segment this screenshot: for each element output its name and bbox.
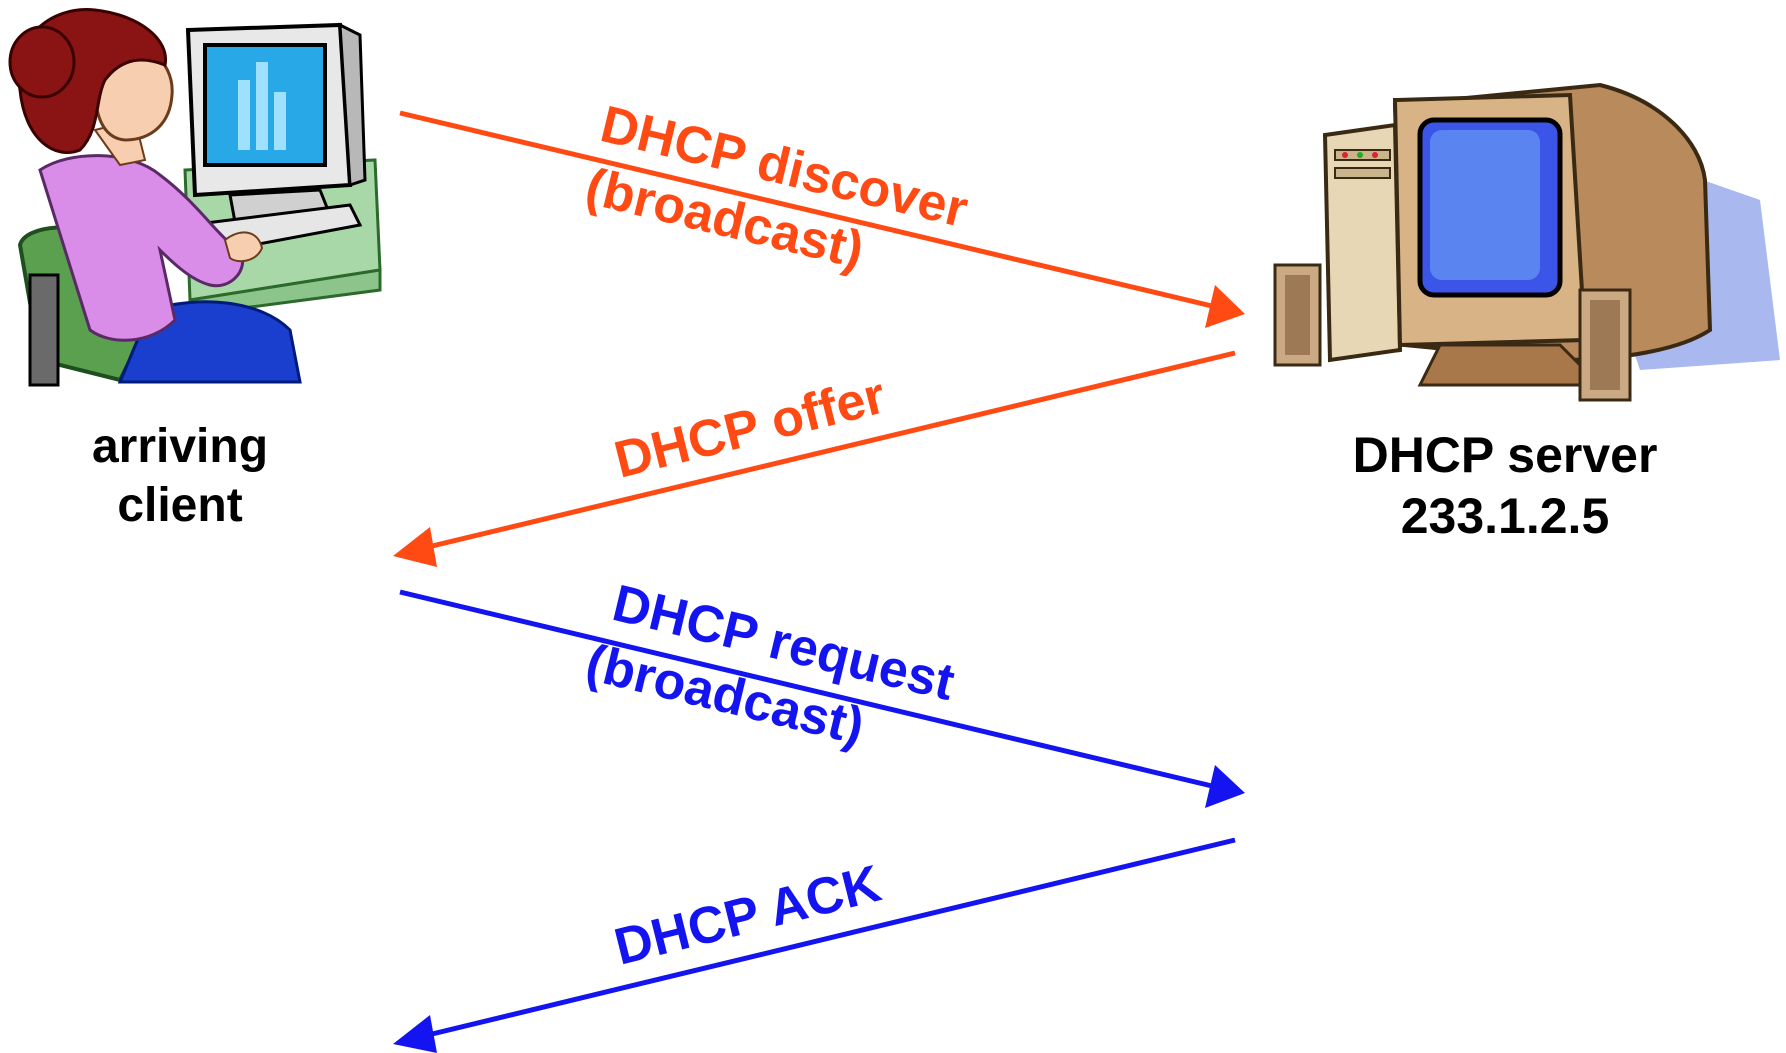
client-label-line1: arriving	[91, 420, 269, 473]
arrow-head-icon	[1205, 765, 1245, 808]
desktop-computer-icon	[1273, 82, 1780, 402]
arrow-line	[427, 837, 1236, 1038]
arrow-line	[399, 110, 1213, 309]
message-dhcp-discover: DHCP discover (broadcast)	[399, 95, 1245, 328]
server-label: DHCP server 233.1.2.5	[1310, 425, 1700, 547]
arrow-head-icon	[393, 527, 437, 567]
message-label: DHCP discover (broadcast)	[580, 95, 987, 304]
server-ip-address: 233.1.2.5	[1400, 488, 1610, 544]
server-label-line1: DHCP server	[1352, 427, 1658, 483]
arrow-head-icon	[393, 1015, 437, 1053]
message-dhcp-offer: DHCP offer	[393, 350, 1236, 567]
message-label: DHCP request (broadcast)	[581, 571, 974, 777]
message-dhcp-request: DHCP request (broadcast)	[399, 571, 1245, 808]
arrow-line	[399, 589, 1213, 789]
client-label: arriving client	[60, 418, 300, 535]
arrow-line	[427, 350, 1236, 550]
message-dhcp-ack: DHCP ACK	[393, 837, 1236, 1053]
client-label-line2: client	[117, 478, 243, 532]
arrow-head-icon	[1205, 285, 1245, 328]
person-at-computer-icon	[8, 8, 382, 387]
